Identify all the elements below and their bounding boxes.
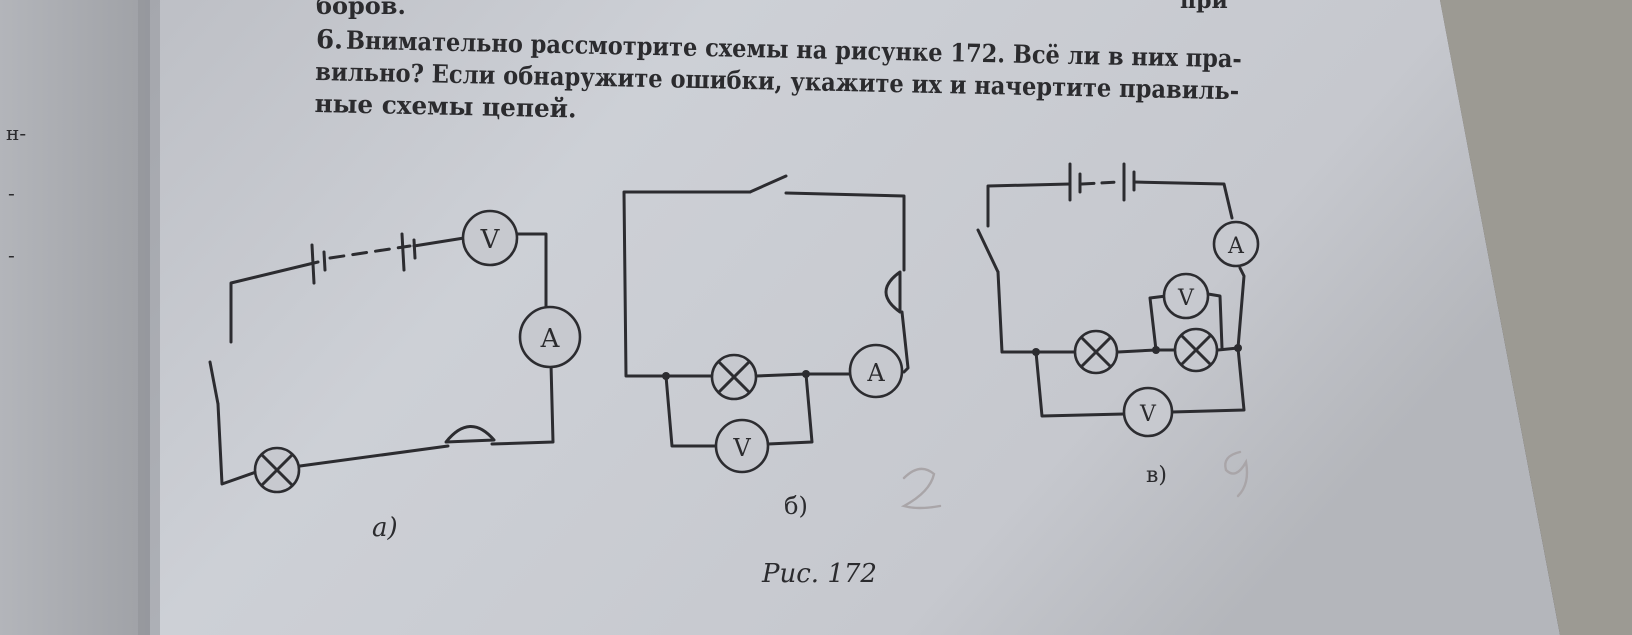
node-b-left [662, 372, 670, 380]
battery-a-plate-1 [310, 243, 316, 285]
wire-v-volt-top-left [1148, 294, 1168, 352]
node-v-2 [1152, 346, 1160, 354]
wire-a-bottom [298, 444, 450, 468]
switch-v [976, 228, 1000, 274]
switch-b [748, 174, 788, 194]
node-v-1 [1032, 348, 1040, 356]
left-page [0, 0, 150, 635]
ammeter-b [848, 343, 904, 399]
wire-a-to-voltmeter [412, 236, 466, 248]
margin-fragment-2: - [8, 181, 15, 205]
margin-fragment-1: н- [6, 121, 26, 145]
top-right-fragment: при [1180, 0, 1228, 14]
problem-line-3: ные схемы цепей. [314, 89, 577, 123]
wire-b-right-down [900, 310, 910, 374]
ammeter-a-label: A [540, 324, 561, 354]
lamp-v-2-cross-2 [1180, 334, 1212, 366]
ammeter-v [1212, 220, 1260, 268]
wire-v-volt-bottom-right [1170, 346, 1246, 414]
wire-b-lamp-right [754, 372, 808, 378]
battery-a-plate-4 [412, 238, 417, 260]
bell-b [884, 270, 902, 314]
battery-a-plate-2 [322, 250, 327, 272]
top-fragment: боров. [316, 0, 406, 20]
bell-a [444, 425, 496, 444]
circuit-v: A V V в) [976, 162, 1260, 488]
label-a: а) [372, 513, 398, 543]
wire-v-volt-top-right [1206, 292, 1224, 350]
wire-v-volt-bottom-left [1034, 350, 1126, 418]
pencil-mark-2 [900, 467, 942, 510]
voltmeter-a-label: V [480, 225, 501, 255]
ammeter-v-label: A [1227, 234, 1245, 259]
right-page [150, 0, 1560, 635]
label-b: б) [784, 492, 808, 520]
wire-a-down-right [490, 362, 555, 446]
wire-a-bottom-left [216, 402, 258, 486]
lamp-b-cross-2 [717, 360, 751, 394]
voltmeter-v-bottom-label: V [1139, 402, 1157, 427]
wire-v-lamp1-right [1116, 348, 1158, 354]
circuit-b: A V б) [622, 174, 910, 520]
node-v-3 [1234, 344, 1242, 352]
label-v: в) [1146, 463, 1167, 488]
circuit-a: V A а) [208, 209, 582, 543]
voltmeter-v-top [1162, 272, 1210, 320]
lamp-a-cross-2 [260, 453, 294, 487]
pencil-mark-9 [1224, 450, 1249, 498]
wire-v-top-right [1132, 180, 1234, 220]
wire-a-top-left [229, 260, 320, 344]
wire-v-battery-mid [1080, 180, 1120, 186]
node-b-right [802, 370, 810, 378]
wire-a-right [514, 232, 548, 308]
wire-v-top-left [986, 182, 1072, 228]
ammeter-a [518, 305, 582, 369]
lamp-v-1-cross-2 [1080, 336, 1112, 368]
voltmeter-b [714, 418, 770, 474]
voltmeter-v-bottom [1122, 386, 1174, 438]
wire-b-top-right [784, 191, 906, 272]
spine-shadow [138, 0, 160, 635]
wire-a-battery-mid [328, 244, 412, 260]
wire-b-volt-left [664, 374, 718, 448]
battery-a-plate-3 [400, 232, 406, 272]
margin-fragment-3: - [8, 243, 15, 267]
wire-b-volt-right [766, 372, 814, 446]
voltmeter-a [461, 209, 519, 267]
problem-number: 6. [316, 25, 344, 56]
wire-v-right [1236, 266, 1246, 350]
switch-a [208, 360, 220, 406]
wire-v-left-down [996, 270, 1038, 354]
figure-caption: Рис. 172 [761, 559, 877, 589]
wire-b-left [622, 190, 752, 378]
voltmeter-v-top-label: V [1177, 286, 1195, 311]
voltmeter-b-label: V [732, 434, 751, 462]
book-edge [1440, 0, 1632, 635]
ammeter-b-label: A [866, 359, 885, 387]
